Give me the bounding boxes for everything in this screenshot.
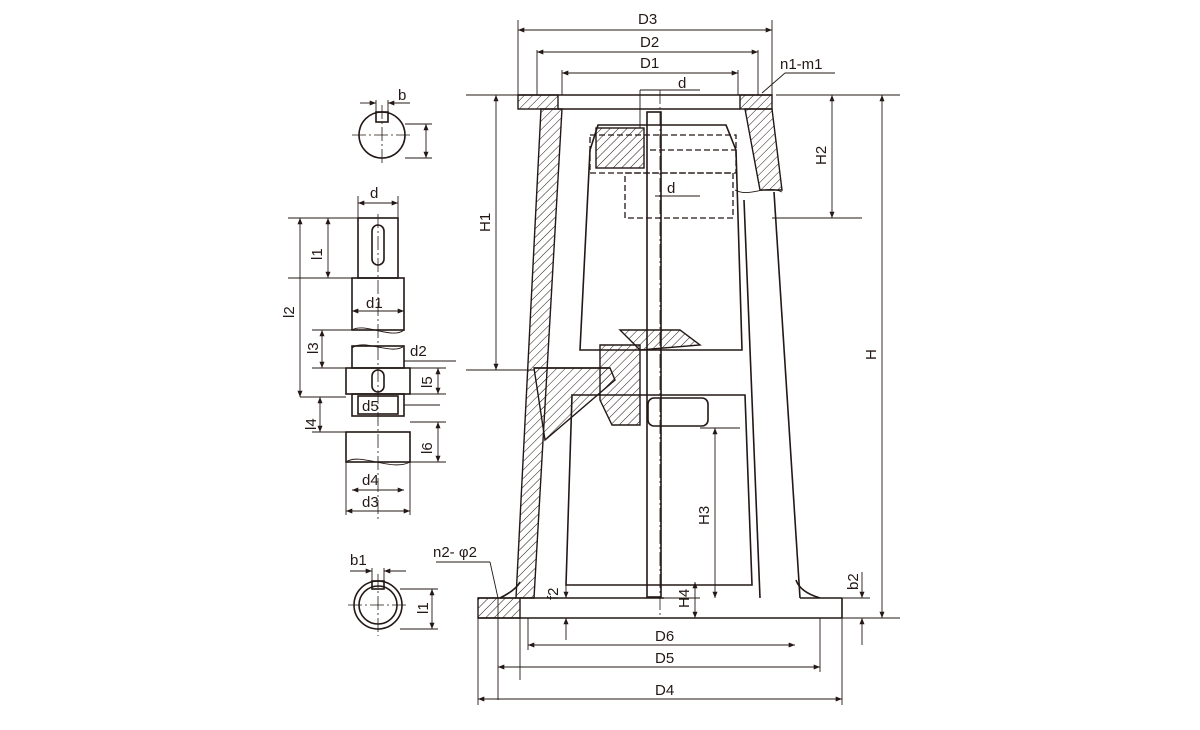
dim-l3: l3 bbox=[305, 342, 322, 354]
dim-D2: D2 bbox=[640, 34, 659, 51]
dim-d-top: d bbox=[678, 75, 686, 92]
dim-d3: d3 bbox=[362, 494, 379, 511]
dim-l4: l4 bbox=[303, 418, 320, 430]
dim-b: b bbox=[398, 87, 406, 104]
bearing-housing bbox=[599, 344, 641, 426]
dim-H4: H4 bbox=[676, 589, 693, 608]
dim-t1: l1 bbox=[415, 602, 432, 614]
left-wall bbox=[515, 108, 563, 599]
shaft bbox=[646, 111, 662, 598]
dim-d-middle: d bbox=[667, 180, 675, 197]
dim-H2: H2 bbox=[813, 146, 830, 165]
right-upper-wall bbox=[744, 108, 783, 191]
key-section-bottom: b1 l1 bbox=[348, 552, 438, 636]
coupling-lower-hidden bbox=[624, 172, 734, 219]
dim-H1: H1 bbox=[477, 213, 494, 232]
dim-H3: H3 bbox=[696, 506, 713, 525]
dim-l2: l2 bbox=[281, 306, 298, 318]
dim-D4: D4 bbox=[655, 682, 674, 699]
base-flange-left bbox=[477, 597, 521, 619]
dim-d4: d4 bbox=[362, 472, 379, 489]
dim-d1: d1 bbox=[366, 295, 383, 312]
dim-d2: d2 bbox=[410, 343, 427, 360]
top-flange-left bbox=[517, 94, 559, 110]
dim-H: H bbox=[863, 349, 880, 360]
shaft-detail: d d1 d2 d5 d4 d3 l2 bbox=[281, 185, 456, 520]
dim-D1: D1 bbox=[640, 55, 659, 72]
lower-window bbox=[565, 394, 753, 586]
dim-l6: l6 bbox=[419, 442, 436, 454]
dim-l5: l5 bbox=[419, 376, 436, 388]
dim-d: d bbox=[370, 185, 378, 202]
dim-b2: b2 bbox=[845, 573, 862, 590]
main-section-view bbox=[477, 90, 843, 619]
coupling-section bbox=[595, 127, 645, 169]
lower-hub bbox=[647, 397, 709, 427]
dim-D6: D6 bbox=[655, 628, 674, 645]
top-flange-right bbox=[739, 94, 773, 110]
dim-D5: D5 bbox=[655, 650, 674, 667]
main-dimensions: D3 D2 D1 n1-m1 d d H H2 H1 bbox=[433, 11, 900, 705]
key-section-top: b bbox=[352, 87, 432, 165]
dim-b1: b1 bbox=[350, 552, 367, 569]
dim-l1: l1 bbox=[309, 248, 326, 260]
dim-D3: D3 bbox=[638, 11, 657, 28]
dim-f2: f2 bbox=[545, 587, 562, 600]
label-n2-phi2: n2- φ2 bbox=[433, 544, 477, 561]
dim-d5: d5 bbox=[362, 398, 379, 415]
label-n1-m1: n1-m1 bbox=[780, 56, 823, 73]
